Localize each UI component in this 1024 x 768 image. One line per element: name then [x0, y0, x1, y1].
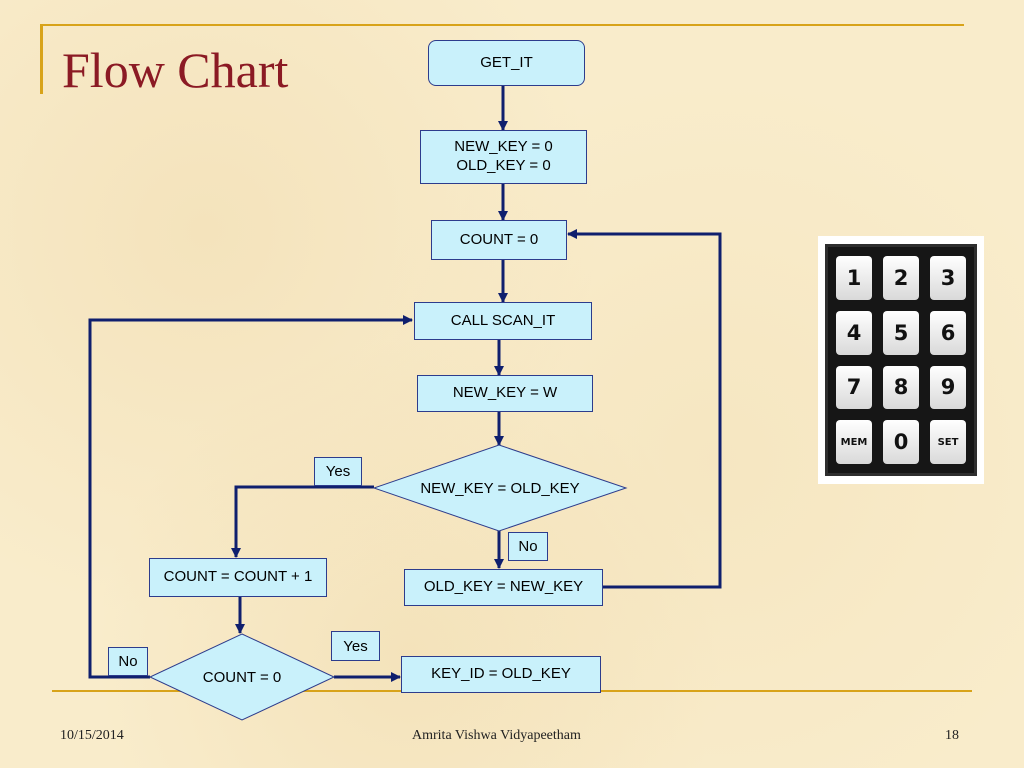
left-rule	[40, 24, 43, 94]
init-line-old-key: OLD_KEY = 0	[456, 157, 551, 174]
count-reset-box: COUNT = 0	[431, 220, 567, 260]
new-key-w-box: NEW_KEY = W	[417, 375, 593, 412]
keypad-key-8: 8	[883, 365, 919, 410]
count-no-tag: No	[108, 647, 148, 676]
keypad-key-4: 4	[836, 310, 872, 355]
compare-no-label: No	[518, 538, 538, 555]
call-scan-label: CALL SCAN_IT	[450, 311, 556, 329]
compare-yes-tag: Yes	[314, 457, 362, 486]
footer-date: 10/15/2014	[60, 728, 124, 743]
count-increment-box: COUNT = COUNT + 1	[149, 558, 327, 597]
key-id-box: KEY_ID = OLD_KEY	[401, 656, 601, 693]
slide-title: Flow Chart	[62, 42, 289, 98]
compare-yes-label: Yes	[325, 463, 351, 480]
count-yes-tag: Yes	[331, 631, 380, 661]
count-reset-label: COUNT = 0	[459, 230, 539, 248]
new-key-w-label: NEW_KEY = W	[452, 384, 558, 402]
footer-page-number: 18	[945, 728, 959, 743]
keypad-key-9: 9	[930, 365, 966, 410]
connector-compare-yes	[231, 485, 374, 558]
keypad-key-set: SET	[930, 420, 966, 464]
compare-keys-diamond	[372, 444, 628, 532]
compare-keys-label: NEW_KEY = OLD_KEY	[420, 479, 580, 497]
init-keys-box: NEW_KEY = 0 OLD_KEY = 0	[420, 130, 587, 184]
old-key-update-label: OLD_KEY = NEW_KEY	[423, 578, 584, 596]
top-rule	[40, 24, 964, 26]
count-no-label: No	[118, 653, 138, 670]
keypad-key-0: 0	[883, 420, 919, 464]
keypad-key-2: 2	[883, 256, 919, 300]
key-id-label: KEY_ID = OLD_KEY	[431, 665, 571, 683]
get-it-label: GET_IT	[480, 53, 533, 71]
connector-check-no	[88, 315, 413, 679]
keypad-key-mem: MEM	[836, 420, 872, 464]
call-scan-box: CALL SCAN_IT	[414, 302, 592, 340]
keypad-key-5: 5	[883, 310, 919, 355]
keypad-image: 1 2 3 4 5 6 7 8 9 MEM 0 SET	[818, 236, 984, 484]
old-key-update-box: OLD_KEY = NEW_KEY	[404, 569, 603, 606]
compare-no-tag: No	[508, 532, 548, 561]
init-line-new-key: NEW_KEY = 0	[454, 138, 553, 156]
get-it-terminator: GET_IT	[428, 40, 585, 86]
count-yes-label: Yes	[343, 637, 368, 655]
keypad-key-6: 6	[930, 310, 966, 355]
keypad-grid: 1 2 3 4 5 6 7 8 9 MEM 0 SET	[825, 244, 977, 476]
keypad-key-3: 3	[930, 256, 966, 300]
keypad-key-1: 1	[836, 256, 872, 300]
count-check-diamond	[148, 633, 336, 721]
count-check-label: COUNT = 0	[202, 668, 282, 686]
keypad-key-7: 7	[836, 365, 872, 410]
connector-loop-back	[567, 229, 722, 589]
count-increment-label: COUNT = COUNT + 1	[163, 568, 313, 586]
footer-institution: Amrita Vishwa Vidyapeetham	[412, 728, 581, 743]
